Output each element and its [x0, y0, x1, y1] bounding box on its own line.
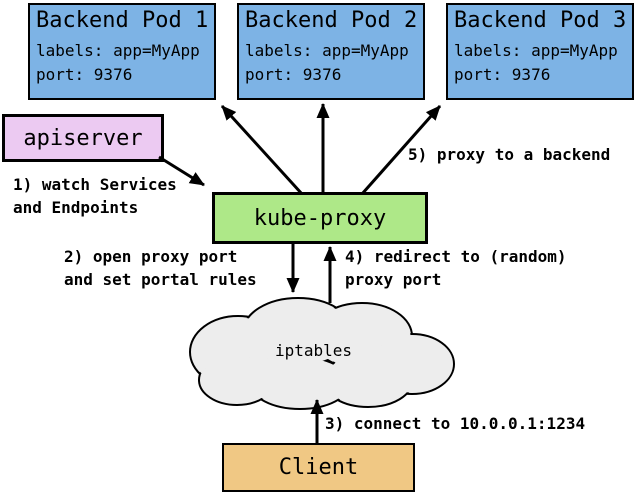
pod-1-title: Backend Pod 1	[36, 8, 209, 33]
pod-2-title: Backend Pod 2	[245, 8, 418, 33]
pod-1-labels-line: labels: app=MyApp	[36, 41, 200, 60]
backend-pod-3-box: Backend Pod 3 labels: app=MyApp port: 93…	[446, 3, 634, 100]
annotation-step1-watch-services: 1) watch Services and Endpoints	[13, 175, 177, 217]
annotation-step5-proxy-to-backend: 5) proxy to a backend	[408, 145, 611, 164]
arrow-kubeproxy-to-pod1	[220, 104, 304, 196]
iptables-label: iptables	[275, 341, 353, 360]
client-label: Client	[278, 455, 359, 480]
annotation-step4-redirect: 4) redirect to (random) proxy port	[345, 247, 567, 289]
apiserver-label: apiserver	[23, 125, 143, 151]
annotation-step3-connect: 3) connect to 10.0.0.1:1234	[325, 414, 586, 433]
pod-3-port-line: port: 9376	[454, 65, 551, 84]
backend-pod-2-box: Backend Pod 2 labels: app=MyApp port: 93…	[237, 3, 425, 100]
pod-3-title: Backend Pod 3	[454, 8, 627, 33]
annotation-step2-open-proxy-port: 2) open proxy port and set portal rules	[64, 247, 257, 289]
backend-pod-1-box: Backend Pod 1 labels: app=MyApp port: 93…	[28, 3, 216, 100]
apiserver-box: apiserver	[2, 114, 164, 162]
client-box: Client	[222, 443, 415, 492]
pod-2-labels-line: labels: app=MyApp	[245, 41, 409, 60]
kube-proxy-label: kube-proxy	[253, 205, 387, 231]
pod-1-port-line: port: 9376	[36, 65, 133, 84]
pod-2-port-line: port: 9376	[245, 65, 342, 84]
pod-3-labels-line: labels: app=MyApp	[454, 41, 618, 60]
kube-proxy-box: kube-proxy	[212, 192, 428, 244]
